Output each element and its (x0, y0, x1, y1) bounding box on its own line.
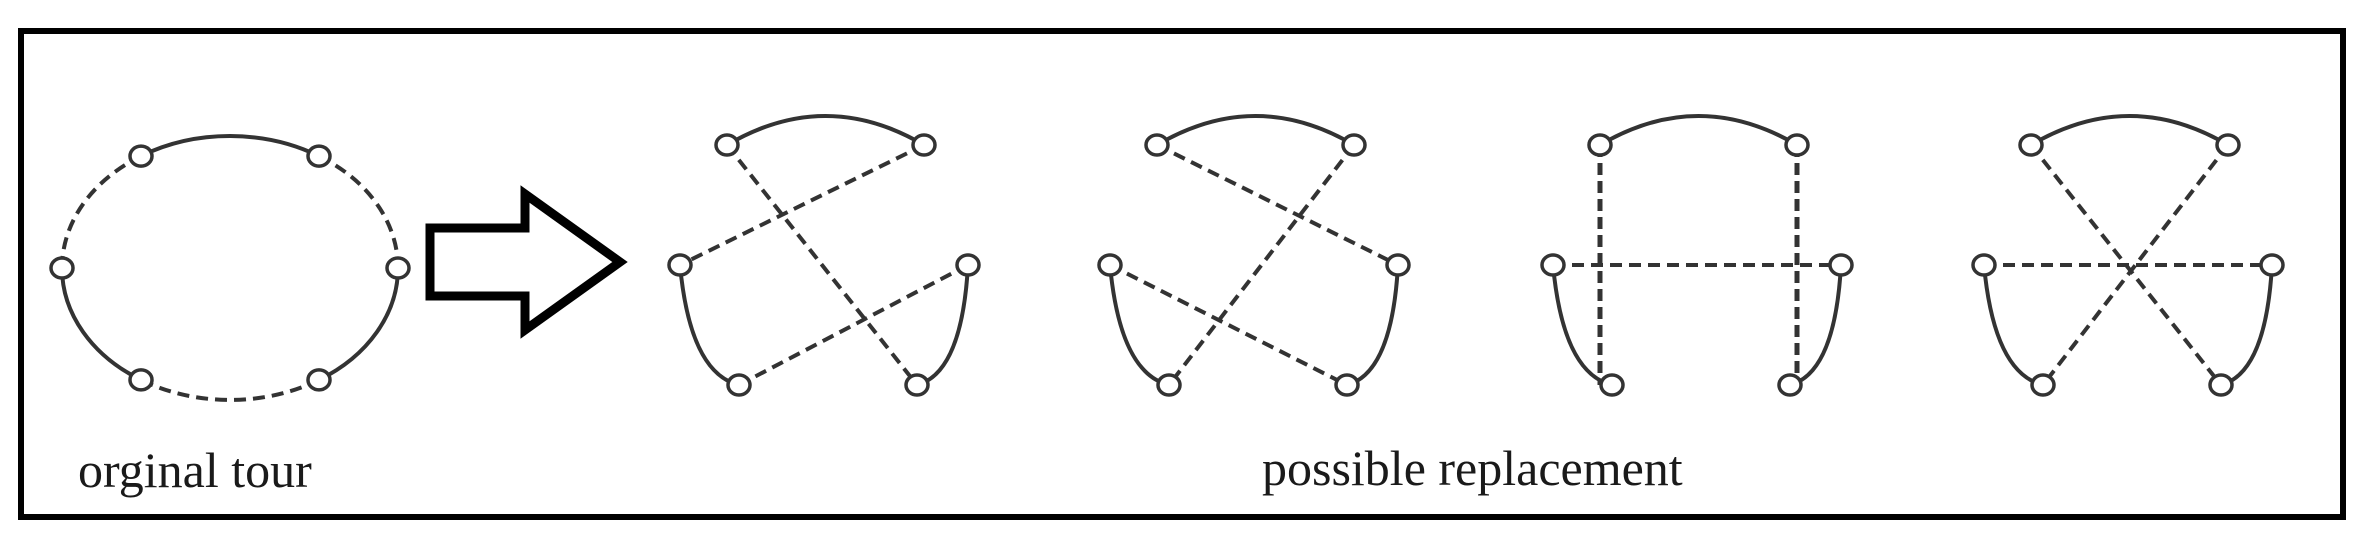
tour-node (1828, 253, 1854, 277)
original-tour-label: orginal tour (78, 442, 312, 498)
tour-node (1097, 253, 1123, 277)
tour-edge-solid (1108, 264, 1170, 387)
diagram-frame (18, 28, 2346, 520)
tour-node (1599, 373, 1625, 397)
tour-node (1784, 133, 1810, 157)
tour-edge-dashed (2029, 143, 2223, 387)
tour-node (726, 373, 752, 397)
tour-edge-dashed (1167, 143, 1356, 387)
tour-node (1334, 373, 1360, 397)
tour-node (1540, 253, 1566, 277)
tour-node (2030, 373, 2056, 397)
tour-node (1385, 253, 1411, 277)
replacement-panel-2 (1097, 114, 1411, 397)
tour-node (1144, 133, 1170, 157)
tour-node (911, 133, 937, 157)
tour-edge-dashed (679, 143, 925, 267)
tour-node (955, 253, 981, 277)
tour-node (2259, 253, 2285, 277)
tour-node (904, 373, 930, 397)
tour-node (714, 133, 740, 157)
tour-node (2208, 373, 2234, 397)
tour-node (2018, 133, 2044, 157)
tour-edge-solid (2220, 264, 2274, 387)
tour-edge-solid (1982, 264, 2044, 387)
tour-edge-dashed (1109, 263, 1348, 387)
tour-node (1587, 133, 1613, 157)
tour-edge-solid (678, 264, 740, 387)
tour-node (667, 253, 693, 277)
tour-edge-dashed (738, 263, 969, 387)
tour-edge-solid (318, 267, 400, 382)
tour-edge-solid (60, 267, 142, 382)
tour-node (128, 144, 154, 168)
tour-node (1156, 373, 1182, 397)
tour-edge-solid (1155, 114, 1356, 147)
replacement-panel-3 (1540, 114, 1854, 397)
tour-edge-dashed (318, 154, 400, 269)
tour-edge-dashed (2041, 143, 2230, 387)
tour-edge-solid (725, 114, 926, 147)
tour-edge-solid (1346, 264, 1400, 387)
original-tour-panel (49, 134, 411, 402)
tour-node (306, 144, 332, 168)
tour-node (49, 256, 75, 280)
tour-edge-solid (916, 264, 970, 387)
right-arrow-icon (425, 185, 628, 339)
tour-edge-solid (140, 134, 320, 158)
tour-node (1971, 253, 1997, 277)
tour-node (128, 368, 154, 392)
possible-replacement-label: possible replacement (1262, 440, 1683, 496)
tour-edge-dashed (725, 143, 919, 387)
tour-edge-dashed (1156, 143, 1399, 267)
tour-edge-solid (1598, 114, 1799, 147)
tour-node (1341, 133, 1367, 157)
replacement-panel-4 (1971, 114, 2285, 397)
tour-node (306, 368, 332, 392)
tour-node (1777, 373, 1803, 397)
tour-edge-dashed (60, 154, 142, 269)
tour-node (385, 256, 411, 280)
replacement-panel-1 (667, 114, 981, 397)
tour-node (2215, 133, 2241, 157)
tour-edge-dashed (140, 378, 320, 402)
tour-edge-solid (1551, 264, 1613, 387)
tour-edge-solid (2029, 114, 2230, 147)
